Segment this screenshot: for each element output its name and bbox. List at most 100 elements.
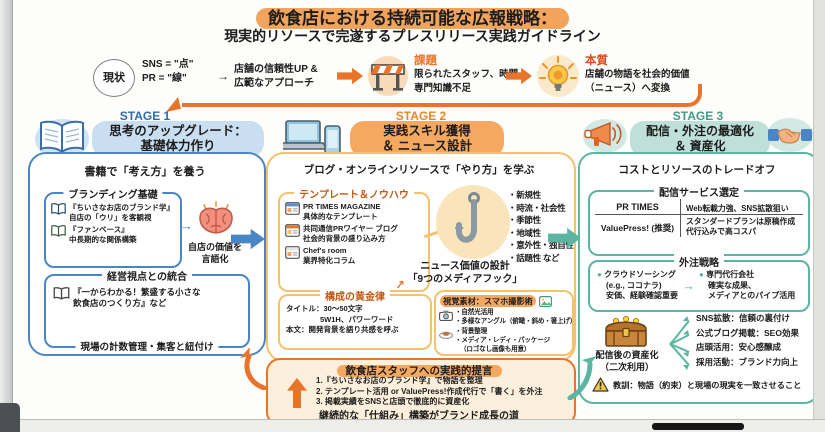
media-hooks-list: ・新規性 ・時流・社会性 ・季節性 ・地域性 ・意外性・独自性 ・話題性 など bbox=[508, 189, 574, 264]
out1-line3: 安価、経験確認重要 bbox=[606, 291, 678, 300]
book3-line2: 飲食店のつくり方』など bbox=[73, 298, 167, 308]
out1-line2: (e.g., ココナラ) bbox=[606, 280, 662, 290]
svc2-desc-line1: スタンダードプランは原稿作成 bbox=[686, 217, 796, 226]
lesson-row: 教訓：物語（約束）と現場の現実を一致させること bbox=[592, 377, 801, 392]
tmpl3-desc: 業界特化コラム bbox=[303, 255, 356, 265]
stage1-title: 思考のアップグレード： 基礎体力作り bbox=[92, 121, 264, 157]
asset-items: SNS拡散：信頼の裏付け 公式ブログ掲載：SEO効果 店頭活用：安心感醸成 採用… bbox=[696, 311, 799, 369]
roadblock-icon bbox=[368, 56, 408, 96]
template-item-3: Chef's room 業界特化コラム bbox=[285, 246, 425, 265]
visual-items: ・自然光活用 ・多様なアングル（俯瞰・斜め・箸上げ） ・背景整理 ・メディア・レ… bbox=[455, 308, 576, 354]
current-state-badge: 現状 bbox=[93, 59, 135, 97]
curve-arrow-to-stage1 bbox=[240, 348, 267, 390]
asset-item: 公式ブログ掲載：SEO効果 bbox=[696, 327, 799, 338]
challenge-label: 課題 bbox=[414, 55, 437, 67]
out2-line3: メディアとのパイプ活用 bbox=[708, 291, 796, 300]
brain-caption: 自店の価値を 言語化 bbox=[182, 242, 248, 265]
browser-icon bbox=[285, 202, 300, 215]
stage2-subtitle: ブログ・オンラインリソースで「やり方」を学ぶ bbox=[303, 164, 535, 176]
whiteboard-marker bbox=[652, 423, 744, 430]
brain-caption-line2: 言語化 bbox=[201, 253, 229, 264]
essence-line2: （ニュース）へ変換 bbox=[585, 82, 671, 94]
arrow-to-brain: → bbox=[180, 218, 193, 233]
hook-item: ・時流・社会性 bbox=[508, 202, 566, 213]
page-title-highlight: 飲食店における持続可能な広報戦略： bbox=[256, 8, 569, 29]
branding-basics-title: ブランディング基礎 bbox=[63, 186, 163, 201]
svc2-desc: スタンダードプランは原稿作成 代行込みで高コスパ bbox=[681, 215, 803, 237]
open-book-icon bbox=[35, 119, 89, 159]
flow-arrow-1 bbox=[337, 67, 363, 85]
template-item-2: 共同通信PRワイヤー ブログ 社会的背景の盛り込み方 bbox=[285, 224, 425, 243]
visual-item: （ロゴなし画像も用意） bbox=[460, 346, 531, 354]
out1-line1: クラウドソーシング bbox=[604, 270, 676, 279]
stage2-title: 実践スキル獲得 ＆ ニュース設計 bbox=[350, 121, 504, 157]
asset-item: SNS拡散：信頼の裏付け bbox=[696, 313, 790, 323]
tmpl1-title: PR TIMES MAGAZINE bbox=[303, 202, 381, 211]
hook-item: ・話題性 など bbox=[508, 252, 560, 263]
fishhook-icon bbox=[455, 192, 480, 243]
book3-line1: 『一からわかる！繁盛する小さな bbox=[73, 287, 201, 297]
pr-line: PR = "線" bbox=[142, 72, 187, 84]
hook-caption-line1: ニュース価値の設計 bbox=[420, 261, 510, 272]
benefit-note: 店舗の信頼性UP & 広範なアプローチ bbox=[234, 63, 318, 90]
recommendation-item: 2. テンプレート活用 or ValuePress!作成代行で「書く」を外注 bbox=[316, 386, 543, 396]
tmpl2-desc: 社会的背景の盛り込み方 bbox=[303, 233, 386, 243]
hook-item: ・意外性・独自性 bbox=[508, 240, 574, 250]
recommendation-footer: 継続的な「仕組み」構築がブランド成長の道 bbox=[319, 411, 519, 422]
food-plate-icon bbox=[439, 331, 453, 339]
stage3-label: STAGE 3 bbox=[672, 109, 724, 123]
page-title: 飲食店における持続可能な広報戦略： bbox=[0, 4, 825, 29]
tmpl2-title: 共同通信PRワイヤー ブログ bbox=[303, 224, 398, 233]
out2-line2: 確実な成果、 bbox=[708, 280, 756, 290]
template-item-1: PR TIMES MAGAZINE 具体的なテンプレート bbox=[285, 202, 425, 221]
visual-item: ・多様なアングル（俯瞰・斜め・箸上げ） bbox=[455, 318, 577, 326]
tmpl1-desc: 具体的なテンプレート bbox=[303, 211, 378, 221]
treasure-chest-icon bbox=[605, 315, 647, 347]
warning-icon bbox=[592, 377, 609, 392]
stage1-title-line2: 基礎体力作り bbox=[140, 139, 216, 153]
curve-arrow-to-stage3 bbox=[567, 356, 597, 400]
outsourcing-box: 外注戦略 ● クラウドソーシング (e.g., ココナラ) 安価、経験確認重要 … bbox=[588, 254, 810, 312]
essence-line1: 店舗の物語を社会的価値 bbox=[585, 69, 690, 80]
asset-caption-line1: 配信後の資産化 bbox=[595, 350, 659, 360]
challenge-note: 課題 限られたスタッフ、時間、 専門知識不足 bbox=[414, 55, 528, 95]
whiteboard-frame-right bbox=[813, 0, 825, 432]
lightbulb-icon bbox=[537, 55, 579, 97]
benefit-line1: 店舗の信頼性UP & bbox=[234, 64, 318, 75]
flow-connector-line bbox=[182, 84, 702, 107]
book1-desc: 自店の「ウリ」を客観視 bbox=[69, 212, 152, 222]
outsourcing-option-1: ● クラウドソーシング (e.g., ココナラ) 安価、経験確認重要 bbox=[597, 270, 678, 300]
outsourcing-title: 外注戦略 bbox=[674, 254, 724, 269]
recommendation-title-wrap: 飲食店スタッフへの実践的提言 bbox=[266, 361, 572, 379]
stage1-title-line1: 思考のアップグレード： bbox=[109, 124, 247, 138]
asset-item: 店頭活用：安心感醸成 bbox=[696, 342, 782, 352]
visual-item: ・メディア・レディ・パッケージ bbox=[455, 336, 550, 344]
svc1-name: PR TIMES bbox=[595, 199, 681, 214]
hook-item: ・季節性 bbox=[508, 215, 541, 225]
golden-line1: タイトル：30〜50文字 bbox=[286, 304, 363, 313]
handshake-icon bbox=[767, 118, 813, 152]
book2-desc: 中長期的な関係構築 bbox=[69, 234, 137, 244]
camera-icon bbox=[439, 310, 453, 321]
megaphone-icon bbox=[583, 119, 627, 153]
photo-icons bbox=[439, 308, 453, 354]
visual-item: ・背景整理 bbox=[455, 327, 487, 335]
visual-title: 視覚素材：スマホ撮影術 bbox=[440, 295, 536, 307]
branding-basics-box: ブランディング基礎 『ちいさなお店のブランド学』 自店の「ウリ」を客観視 『ファ… bbox=[44, 186, 182, 268]
recommendation-item: 1.『ちいさなお店のブランド学』で物語を整理 bbox=[316, 376, 483, 385]
lesson-text: 教訓：物語（約束）と現場の現実を一致させること bbox=[613, 380, 802, 390]
recommendation-title: 飲食店スタッフへの実践的提言 bbox=[336, 365, 502, 377]
visual-material-box: 視覚素材：スマホ撮影術 ・自然光活用 ・多様なアングル（俯瞰・斜め・箸上げ） ・… bbox=[434, 290, 576, 356]
book-item-3: 『一からわかる！繁盛する小さな 飲食店のつくり方』など bbox=[53, 287, 244, 309]
brain-icon bbox=[199, 201, 233, 234]
hook-item: ・新規性 bbox=[508, 190, 541, 200]
whiteboard-frame-left bbox=[0, 0, 13, 432]
hook-item: ・地域性 bbox=[508, 227, 541, 238]
book2-title: 『ファンベース』 bbox=[69, 225, 129, 234]
stage1-label: STAGE 1 bbox=[119, 109, 171, 123]
essence-note: 本質 店舗の物語を社会的価値 （ニュース）へ変換 bbox=[585, 55, 690, 95]
small-arrow: → bbox=[217, 69, 229, 83]
outsourcing-arrow: → bbox=[682, 278, 695, 294]
image-icon bbox=[538, 295, 552, 307]
stage3-title-line1: 配信・外注の最適化 bbox=[645, 124, 754, 138]
